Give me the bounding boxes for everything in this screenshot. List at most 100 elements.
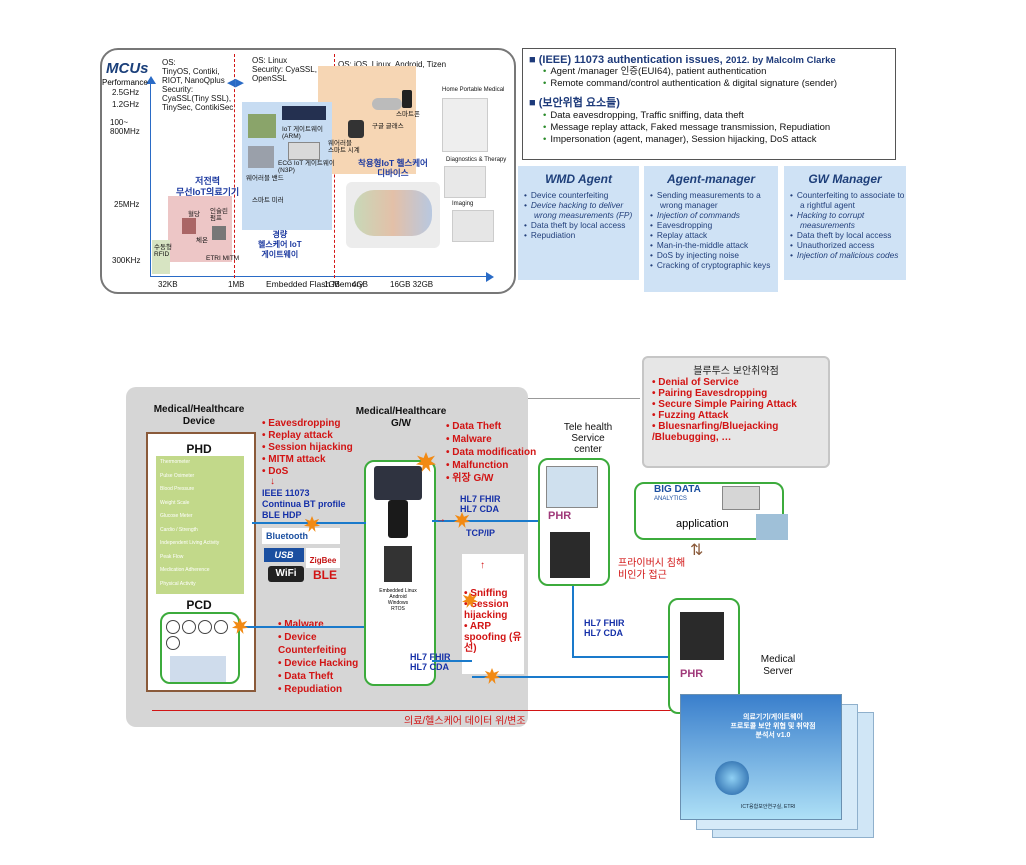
hl7-label-1: HL7 FHIR HL7 CDA [460,494,501,514]
wearable-label: 착용형IoT 헬스케어 디바이스 [358,158,428,178]
table-item: Eavesdropping [657,220,778,230]
iot-gw-arm-label: IoT 게이트웨이 (ARM) [282,126,323,140]
phd-item: Thermometer [160,459,191,465]
performance-label: Performance [102,78,148,87]
phr-label-2: PHR [680,668,704,680]
phr-label: PHR [548,510,572,522]
connection-line [572,582,574,658]
table-item: Cracking of cryptographic keys [657,260,778,270]
report-title: 의료기기/게이트웨이 프로토콜 보안 위협 및 취약점 분석서 v1.0 [730,714,816,739]
table-item: Hacking to corrupt measurements [797,210,906,230]
tcp-ip-label: TCP/IP [466,528,496,538]
pcd-icon-grid [166,620,234,650]
pc-photo [384,546,412,582]
device-photo [248,114,276,138]
body-temp-label: 체온 [196,237,208,244]
server-photo [680,612,724,660]
diagnostics-photo [444,166,486,198]
imaging-photo [452,210,494,242]
threat-item: Device Counterfeiting [278,631,372,657]
bluetooth-connector [528,398,640,399]
table-item: Counterfeiting to associate to a rightfu… [797,190,906,210]
wearable-watch-label: 웨어러블 스마트 시계 [328,140,360,154]
threat-item: Data modification [446,446,536,459]
threat-item: Malware [446,433,536,446]
vuln-item: Fuzzing Attack [652,410,828,421]
hl7-label-2: HL7 FHIR HL7 CDA [410,652,451,672]
y-axis [150,80,151,276]
bluetooth-vuln-title: 블루투스 보안취약점 [693,366,779,377]
phd-item: Independent Living Activity [160,540,220,546]
low-power-label: 저전력 무선IoT의료기기 [176,176,240,197]
os-small-text: OS: TinyOS, Contiki, RIOT, NanoQplus Sec… [162,58,234,112]
threat-item: Malfunction [446,459,536,472]
square-bullet-icon: ■ [529,54,536,66]
issues-heading-row: ■ (IEEE) 11073 authentication issues, 20… [529,54,895,66]
phd-item: Weight Scale [160,499,190,506]
home-portable-photo [442,98,488,152]
device-icon [214,620,228,634]
threat-item: MITM attack [262,454,353,466]
issues-heading: (IEEE) 11073 authentication issues, [538,54,723,66]
privacy-label: 프라이버시 침해 비인가 접근 [618,558,686,581]
wmd-agent-table: WMD Agent Device counterfeiting Device h… [518,166,639,280]
network-threats: Sniffing Session hijacking ARP spoofing … [464,588,528,654]
device-photo [248,146,274,168]
issues-heading-author: 2012. by Malcolm Clarke [725,55,836,66]
pcd-label: PCD [186,598,212,612]
zigbee-logo: ZigBee [306,548,340,568]
mem-tick-0: 32KB [158,280,178,289]
table-item: Data theft by local access [797,230,906,240]
threat-item: Session hijacking [464,599,528,621]
phd-item: Glucose Meter [160,513,193,519]
device-photo [402,90,412,108]
device-photo [182,218,196,234]
table-title: WMD Agent [545,172,612,186]
device-photo [212,226,226,240]
globe-icon [715,761,749,795]
bidirectional-arrow-icon: ⇅ [690,542,704,559]
phd-item: Medication Adherence [160,567,210,573]
phd-item: Blood Pressure [160,486,195,492]
ble-logo: BLE [313,568,337,582]
bluetooth-vuln-list: Denial of Service Pairing Eavesdropping … [644,377,828,443]
google-glass-label: 구글 글래스 [372,123,404,130]
server-photo [550,532,590,578]
table-item: Injection of commands [657,210,778,220]
device-photo [282,106,326,120]
phd-panel: Thermometer Pulse Oximeter Blood Pressur… [156,456,244,594]
device-icon [166,636,180,650]
threat-item: Eavesdropping [262,418,353,430]
pcd-panel [160,612,240,684]
bluetooth-logo: Bluetooth [262,528,340,544]
square-bullet-icon: ■ [529,97,536,109]
wifi-logo: WiFi [268,566,304,582]
table-item: Unauthorized access [797,240,906,250]
x-axis [150,276,490,277]
y-axis-arrow [146,76,156,84]
gw-title: Medical/Healthcare G/W [355,406,447,429]
threat-item: Replay attack [262,430,353,442]
home-portable-label: Home Portable Medical [442,87,505,93]
phd-item: Peak Flow [160,553,184,560]
threat-item: ARP spoofing (유선) [464,621,528,654]
issues-heading2: (보안위협 요소들) [538,97,620,109]
device-icon [182,620,196,634]
analytics-label: ANALYTICS [654,496,687,502]
blood-sugar-label: 혈당 [188,211,200,218]
threat-item: Device Hacking [278,657,372,670]
issue-item: Message replay attack, Faked message tra… [550,122,895,134]
table-item: Device hacking to deliver wrong measurem… [531,200,639,220]
device-photo [722,486,760,510]
usb-logo: USB [264,548,304,562]
imaging-label: Imaging [452,201,474,207]
phd-item: Pulse Oximeter [160,472,195,479]
etri-mitm-label: ETRI MITM [206,255,240,262]
pcd-photo [170,656,226,682]
phd-item: Cardio / Strength [160,526,198,533]
table-item: Replay attack [657,230,778,240]
device-photo [372,98,402,110]
down-arrow-icon: ↓ [270,476,275,487]
vuln-item: Pairing Eavesdropping [652,388,828,399]
connection-line [572,656,668,658]
